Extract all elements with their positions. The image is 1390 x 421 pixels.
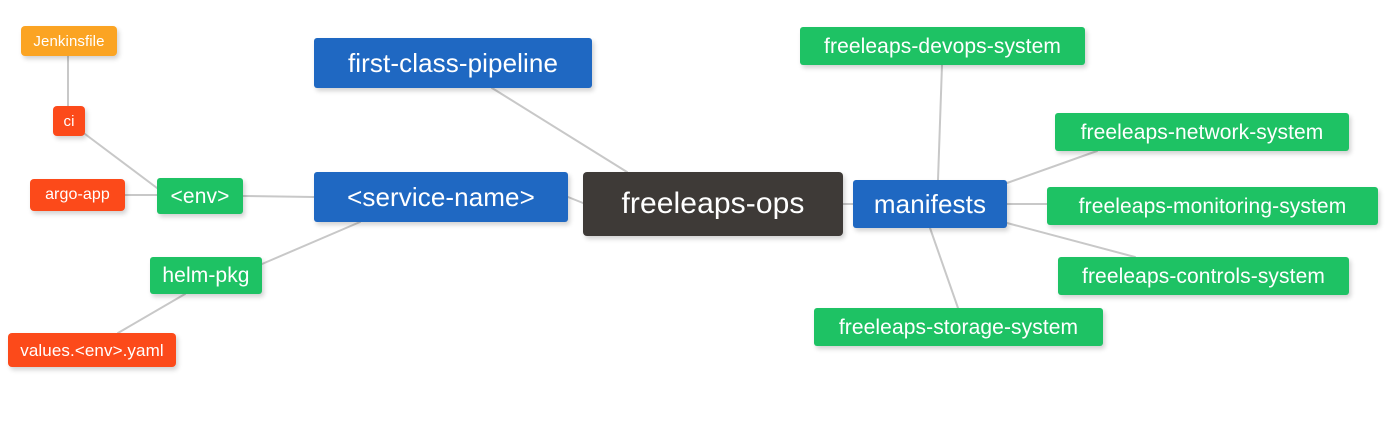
edge-ops-first-class-pipeline [491,87,628,173]
node-label-values-env-yaml: values.<env>.yaml [20,340,164,360]
node-argo-app[interactable]: argo-app [30,179,125,211]
edge-manifests-storage-system [929,227,959,309]
node-label-freeleaps-network-system: freeleaps-network-system [1080,120,1324,144]
node-label-freeleaps-storage-system: freeleaps-storage-system [838,315,1079,339]
node-label-env: <env> [170,184,230,208]
node-label-ci: ci [63,112,75,130]
edge-helm-pkg-values-yaml [117,293,186,334]
node-freeleaps-controls-system[interactable]: freeleaps-controls-system [1058,257,1349,295]
node-freeleaps-ops[interactable]: freeleaps-ops [583,172,843,236]
node-label-freeleaps-ops: freeleaps-ops [621,187,805,220]
node-label-helm-pkg: helm-pkg [162,264,250,287]
node-freeleaps-network-system[interactable]: freeleaps-network-system [1055,113,1349,151]
node-env[interactable]: <env> [157,178,243,214]
node-label-freeleaps-controls-system: freeleaps-controls-system [1082,264,1325,288]
node-label-service-name: <service-name> [347,182,535,212]
node-freeleaps-devops-system[interactable]: freeleaps-devops-system [800,27,1085,65]
node-label-first-class-pipeline: first-class-pipeline [347,48,559,78]
node-label-freeleaps-devops-system: freeleaps-devops-system [824,34,1061,58]
edge-manifests-controls-system [1006,222,1136,258]
edge-ops-service-name [567,196,584,204]
node-label-argo-app: argo-app [45,186,110,203]
edge-service-name-env [242,195,315,198]
node-label-freeleaps-monitoring-system: freeleaps-monitoring-system [1078,194,1347,218]
node-jenkinsfile[interactable]: Jenkinsfile [21,26,117,56]
node-service-name[interactable]: <service-name> [314,172,568,222]
node-label-jenkinsfile: Jenkinsfile [33,32,105,50]
node-first-class-pipeline[interactable]: first-class-pipeline [314,38,592,88]
edge-service-name-helm-pkg [261,221,361,265]
node-label-manifests: manifests [873,189,987,219]
node-helm-pkg[interactable]: helm-pkg [150,257,262,294]
node-freeleaps-storage-system[interactable]: freeleaps-storage-system [814,308,1103,346]
node-ci[interactable]: ci [53,106,85,136]
node-freeleaps-monitoring-system[interactable]: freeleaps-monitoring-system [1047,187,1378,225]
edge-manifests-devops-system [937,64,943,181]
node-values-env-yaml[interactable]: values.<env>.yaml [8,333,176,367]
node-manifests[interactable]: manifests [853,180,1007,228]
edge-manifests-network-system [1006,150,1098,184]
